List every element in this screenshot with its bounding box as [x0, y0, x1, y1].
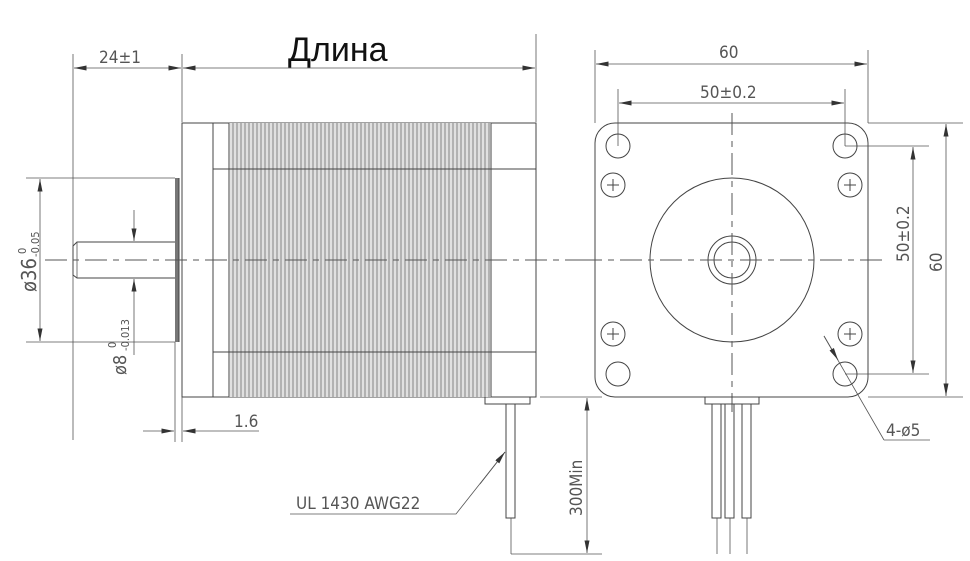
flange-thickness-dim: 1.6	[234, 412, 258, 432]
lead-length-dim: 300Min	[567, 460, 587, 516]
length-label: Длина	[288, 31, 388, 69]
screw-icon	[600, 172, 626, 198]
front-width-dim: 60	[719, 43, 738, 63]
holes-callout: 4-ø5	[886, 421, 920, 441]
svg-text:ø36: ø36	[17, 258, 41, 292]
pilot-diameter-dim: ø36 0 -0.05	[16, 231, 42, 292]
mount-hole-icon	[605, 133, 631, 159]
hole-spacing-h-dim: 50±0.2	[700, 83, 757, 103]
shaft-diameter-dim: ø8 0 -0.013	[106, 319, 132, 375]
shaft-length-dim: 24±1	[99, 48, 141, 68]
mount-hole-icon	[832, 133, 858, 159]
wire-spec-label: UL 1430 AWG22	[296, 494, 420, 514]
svg-text:0: 0	[106, 342, 119, 348]
front-height-dim: 60	[927, 253, 947, 272]
side-view: Длина 24±1 ø36 0 -0.05	[16, 31, 602, 555]
front-view: 60 50±0.2 60 50±0.2	[580, 43, 963, 554]
screw-icon	[837, 321, 863, 347]
mount-hole-icon	[605, 361, 631, 387]
svg-text:ø8: ø8	[110, 355, 131, 375]
svg-text:0: 0	[16, 248, 29, 254]
screw-icon	[600, 321, 626, 347]
svg-text:-0.05: -0.05	[29, 231, 42, 257]
screw-icon	[837, 172, 863, 198]
hole-spacing-v-dim: 50±0.2	[894, 205, 914, 262]
svg-text:-0.013: -0.013	[119, 319, 132, 351]
mount-hole-icon	[832, 361, 858, 387]
